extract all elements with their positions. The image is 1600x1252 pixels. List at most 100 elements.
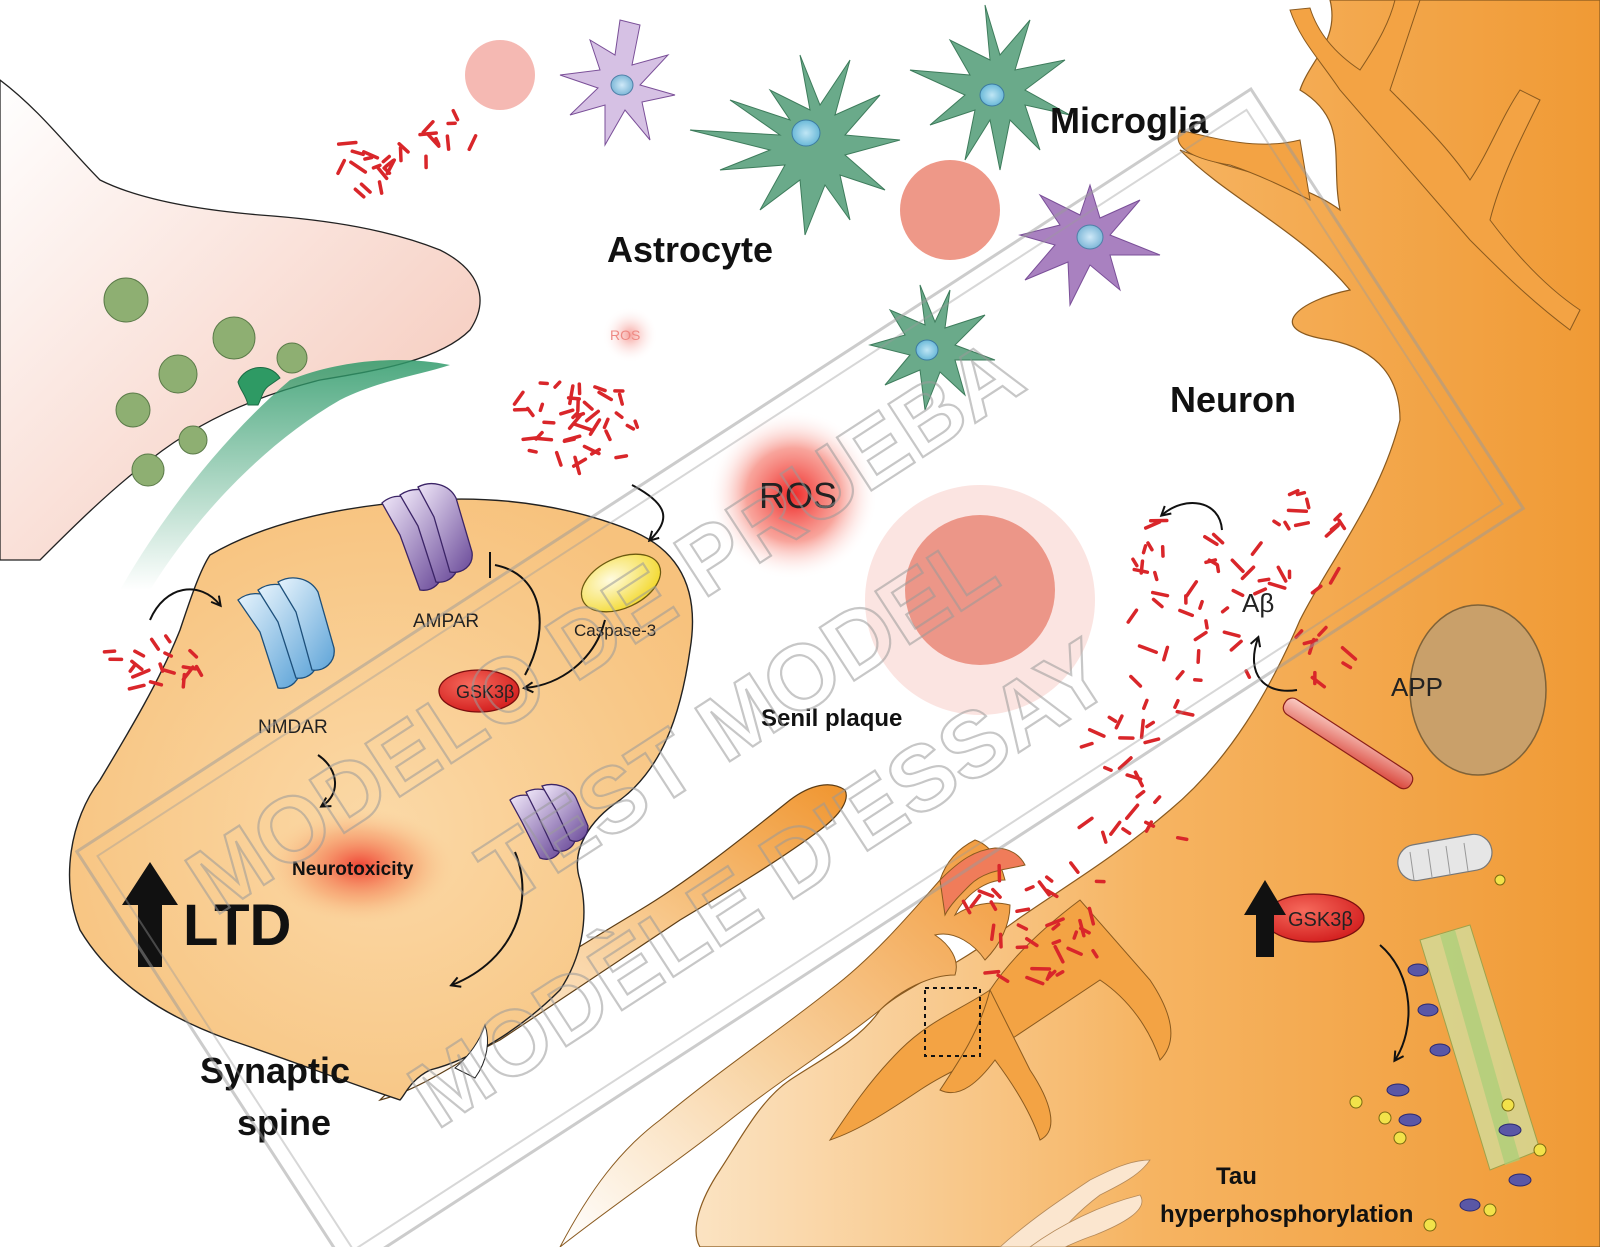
amyloid-fragment [361,184,370,192]
amyloid-fragment [1195,633,1206,640]
amyloid-fragment [1103,832,1106,842]
amyloid-fragment [104,651,114,652]
label-gsk3b-neuron: GSK3β [1288,909,1353,931]
cluster-mid [900,160,1000,260]
amyloid-fragment [1206,621,1207,628]
amyloid-fragment [1307,499,1309,507]
amyloid-fragment [616,456,626,458]
amyloid-fragment [365,158,372,160]
amyloid-fragment [1153,593,1168,596]
astrocyte-cells [690,5,1070,410]
amyloid-fragment [400,148,401,161]
amyloid-fragment [1147,722,1153,726]
amyloid-fragment [423,122,433,132]
amyloid-fragment [569,398,580,399]
amyloid-fragment [1142,720,1144,737]
label-synaptic: Synaptic [200,1050,350,1091]
label-astrocyte: Astrocyte [607,229,773,270]
label-tau: Tau [1216,1163,1257,1190]
amyloid-fragment [130,665,135,671]
amyloid-fragment [1074,932,1076,938]
amyloid-fragment [379,182,381,193]
amyloid-fragment [1200,602,1202,609]
amyloid-fragment [1278,567,1285,581]
label-hyperphosphorylation: hyperphosphorylation [1160,1201,1413,1228]
cluster-top [465,40,535,110]
amyloid-fragment [1145,739,1159,743]
amyloid-fragment [1164,647,1168,659]
amyloid-fragment [1128,610,1136,622]
amyloid-fragment [129,685,144,689]
amyloid-fragment [604,419,607,427]
amyloid-fragment [1296,523,1309,526]
amyloid-fragment [1109,717,1115,721]
amyloid-fragment [1232,560,1243,571]
amyloid-fragment [352,151,363,154]
amyloid-fragment [584,402,592,409]
label-app: APP [1391,672,1443,702]
amyloid-fragment [1141,561,1142,573]
amyloid-fragment [557,453,561,465]
amyloid-fragment [1144,700,1147,708]
amyloid-fragment [1133,559,1137,565]
amyloid-fragment [152,639,159,649]
amyloid-fragment [1079,818,1092,827]
amyloid-fragment [1111,822,1120,834]
amyloid-fragment [561,410,573,414]
amyloid-fragment [1047,877,1052,881]
amyloid-fragment [1137,792,1144,797]
amyloid-fragment [1285,522,1289,528]
amyloid-fragment [1131,677,1141,686]
amyloid-fragment [1090,730,1104,736]
amyloid-fragment [620,394,623,404]
amyloid-fragment [606,431,610,439]
amyloid-fragment [575,424,591,429]
amyloid-fragment [1053,941,1059,943]
amyloid-fragment [1127,805,1138,818]
amyloid-fragment [183,667,195,669]
amyloid-fragment [992,925,994,939]
amyloid-fragment [590,420,599,434]
arrow-ab-to-plaque [1162,503,1222,530]
astrocyte-second [910,5,1070,170]
amyloid-fragment [1081,743,1092,746]
amyloid-fragment [1231,641,1241,650]
microglia-right [1020,185,1160,305]
amyloid-fragment [985,972,999,973]
amyloid-fragment [570,386,573,403]
label-ros-small: ROS [610,327,640,343]
label-neuron: Neuron [1170,379,1296,420]
amyloid-fragment [351,162,365,172]
amyloid-fragment [529,450,536,451]
label-microglia: Microglia [1050,100,1209,141]
amyloid-fragment [1252,543,1261,554]
amyloid-fragment [338,161,344,174]
amyloid-fragment [544,422,554,423]
amyloid-fragment [1017,909,1028,911]
amyloid-fragment [135,651,144,656]
amyloid-fragment [1274,521,1279,524]
amyloid-fragment [599,392,611,399]
amyloid-fragment [587,411,599,420]
amyloid-fragment [1139,646,1156,652]
amyloid-fragment [1154,599,1162,606]
amyloid-fragment [1178,838,1187,840]
amyloid-fragment [1105,768,1111,771]
amyloid-fragment [514,392,522,404]
amyloid-fragment [523,438,536,439]
amyloid-fragment [1187,582,1197,596]
amyloid-fragment [1288,510,1306,511]
amyloid-fragment [1223,608,1228,612]
amyloid-fragment [339,143,356,145]
label-abeta: Aβ [1242,588,1274,618]
amyloid-fragment [1177,672,1183,679]
amyloid-fragment [635,421,637,427]
amyloid-fragment [1180,610,1192,615]
amyloid-fragment [355,189,363,197]
amyloid-fragment [447,136,448,149]
amyloid-fragment [1297,493,1304,495]
amyloid-fragment [1246,671,1249,677]
microglia-top [560,20,675,145]
